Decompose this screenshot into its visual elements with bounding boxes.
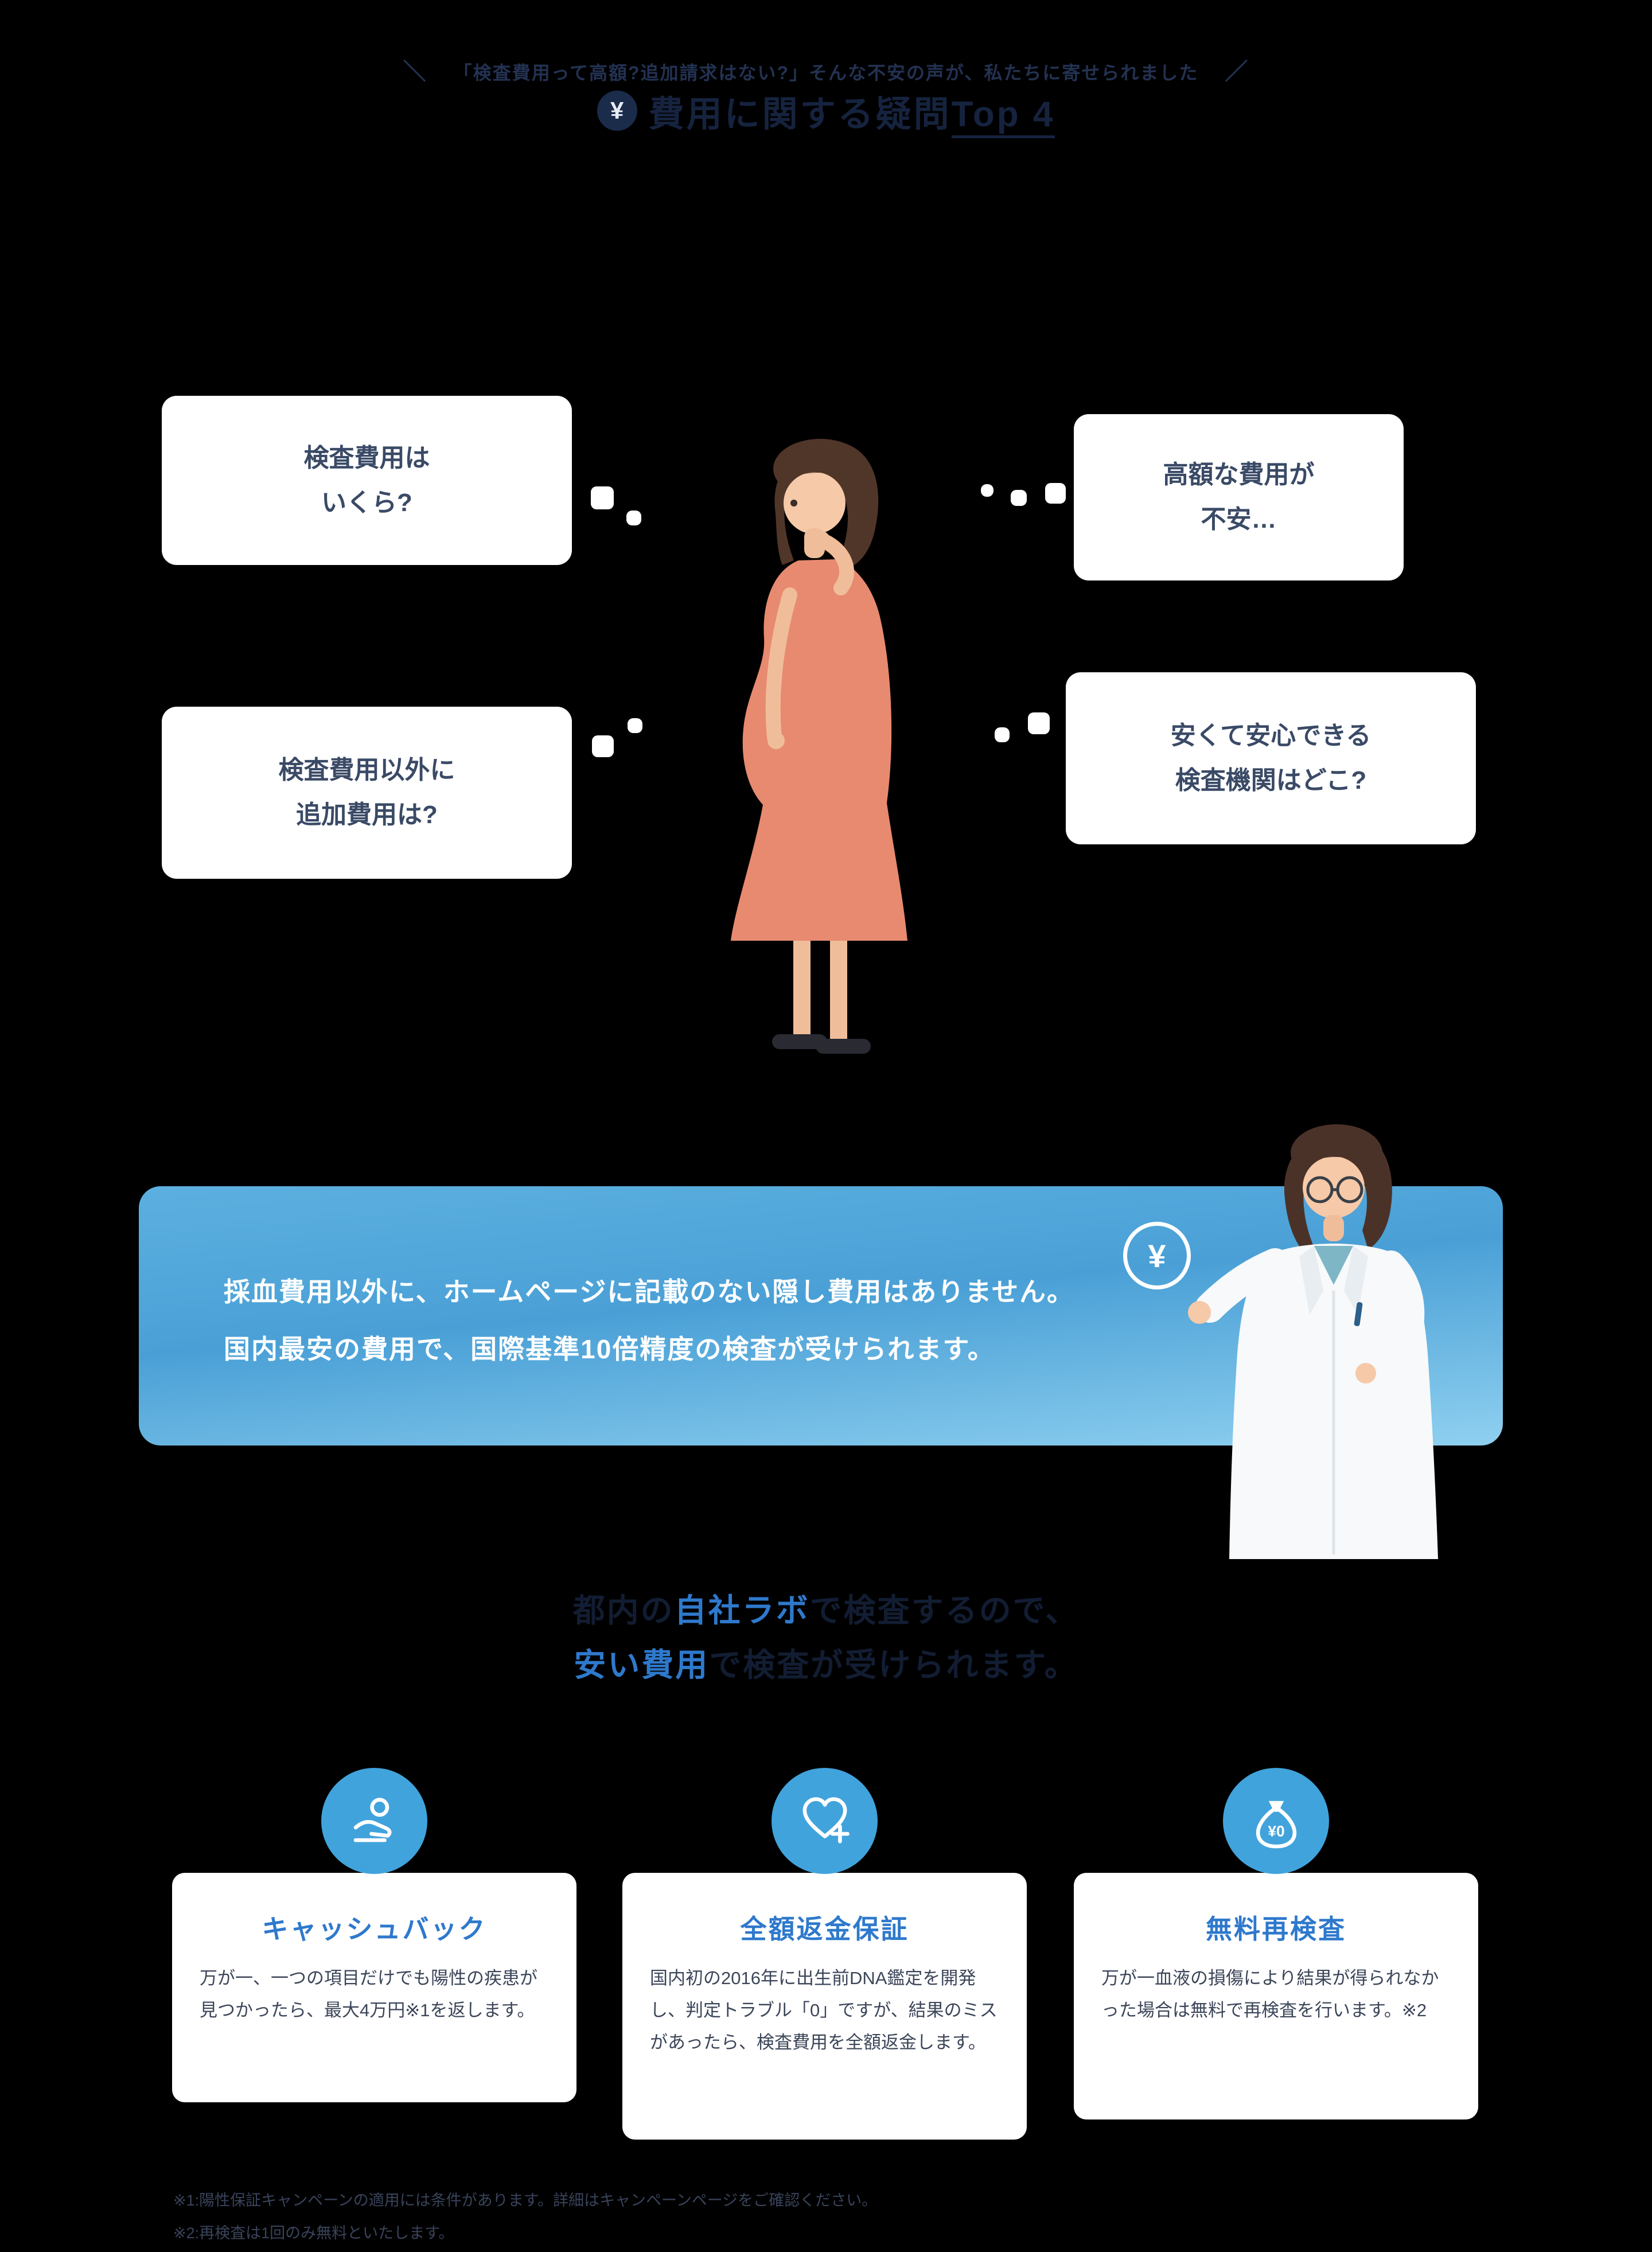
banner-text: 採血費用以外に、ホームページに記載のない隠し費用はありません。 国内最安の費用で… [224,1271,1074,1366]
bubble-line: 追加費用は? [296,801,438,829]
heading-top4: Top 4 [951,95,1055,138]
bubble-line: 不安… [1201,505,1277,533]
bubble-extra-fees: 検査費用以外に 追加費用は? [162,707,572,879]
tagline-text: 「検査費用って高額?追加請求はない?」そんな不安の声が、私たちに寄せられました [453,63,1199,83]
accent-own-lab: 自社ラボ [674,1592,810,1628]
banner-line-2: 国内最安の費用で、国際基準10倍精度の検査が受けられます。 [224,1334,995,1364]
slant-right-mark: ／ [1225,59,1249,84]
footnote-2: ※2:再検査は1回のみ無料といたします。 [173,2224,454,2242]
pregnant-woman-illustration [648,427,946,1087]
card-full-refund: 全額返金保証 国内初の2016年に出生前DNA鑑定を開発し、判定トラブル「0」で… [622,1873,1027,2140]
money-bag-label: ¥0 [1268,1822,1284,1840]
footnote-1: ※1:陽性保証キャンペーンの適用には条件があります。詳細はキャンペーンページをご… [173,2192,878,2209]
heart-plus-icon [772,1768,878,1874]
footnotes: ※1:陽性保証キャンペーンの適用には条件があります。詳細はキャンペーンページをご… [173,2184,877,2249]
bubble-line: 検査機関はどこ? [1175,766,1367,794]
bubble-cost-how-much: 検査費用は いくら? [162,396,572,565]
doctor-illustration [1173,1113,1460,1560]
labo-heading-line-2: 安い費用で検査が受けられます。 [574,1647,1078,1684]
labo-heading-line-1: 都内の自社ラボで検査するので、 [572,1592,1080,1628]
card-free-retest: 無料再検査 万が一血液の損傷により結果が得られなかった場合は無料で再検査を行いま… [1074,1873,1478,2119]
cashback-hand-icon [321,1768,427,1874]
card-title: キャッシュバック [262,1914,487,1944]
thought-dot [626,511,641,525]
thought-dot [995,727,1010,742]
yen-coin-icon: ¥ [597,91,637,131]
tagline: ＼ 「検査費用って高額?追加請求はない?」そんな不安の声が、私たちに寄せられました… [0,53,1652,86]
bubble-line: 検査費用以外に [278,756,455,785]
bubble-line: いくら? [321,488,412,517]
labo-heading: 都内の自社ラボで検査するので、 安い費用で検査が受けられます。 [0,1583,1652,1692]
bubble-cheap-safe-clinic: 安くて安心できる 検査機関はどこ? [1066,672,1476,844]
heading-prefix: 費用に関する疑問 [648,95,952,134]
bubble-line: 安くて安心できる [1170,722,1372,750]
thought-dot [628,718,642,733]
banner-line-1: 採血費用以外に、ホームページに記載のない隠し費用はありません。 [224,1277,1074,1307]
thought-dot [592,735,614,757]
thought-dot [1011,490,1027,506]
card-title: 全額返金保証 [740,1914,909,1944]
bubble-high-cost-worry: 高額な費用が 不安… [1074,414,1404,580]
thought-dot [1045,483,1066,504]
section-heading: ¥ 費用に関する疑問Top 4 [0,85,1652,138]
bubble-line: 高額な費用が [1163,461,1315,489]
thought-dot [981,484,993,497]
money-bag-icon: ¥0 [1223,1768,1329,1874]
heading-text: 費用に関する疑問Top 4 [648,85,1055,138]
card-body: 万が一血液の損傷により結果が得られなかった場合は無料で再検査を行います。※2 [1101,1968,1439,2020]
thought-dot [1028,712,1050,734]
card-body: 国内初の2016年に出生前DNA鑑定を開発し、判定トラブル「0」ですが、結果のミ… [650,1968,998,2052]
bubble-line: 検査費用は [303,443,430,472]
card-title: 無料再検査 [1206,1914,1346,1944]
card-body: 万が一、一つの項目だけでも陽性の疾患が見つかったら、最大4万円※1を返します。 [200,1968,537,2020]
thought-dot [591,486,614,509]
card-cashback: キャッシュバック 万が一、一つの項目だけでも陽性の疾患が見つかったら、最大4万円… [172,1873,576,2102]
yen-ring-icon: ¥ [1123,1222,1191,1289]
slant-left-mark: ＼ [403,59,427,84]
accent-low-cost: 安い費用 [574,1647,710,1684]
